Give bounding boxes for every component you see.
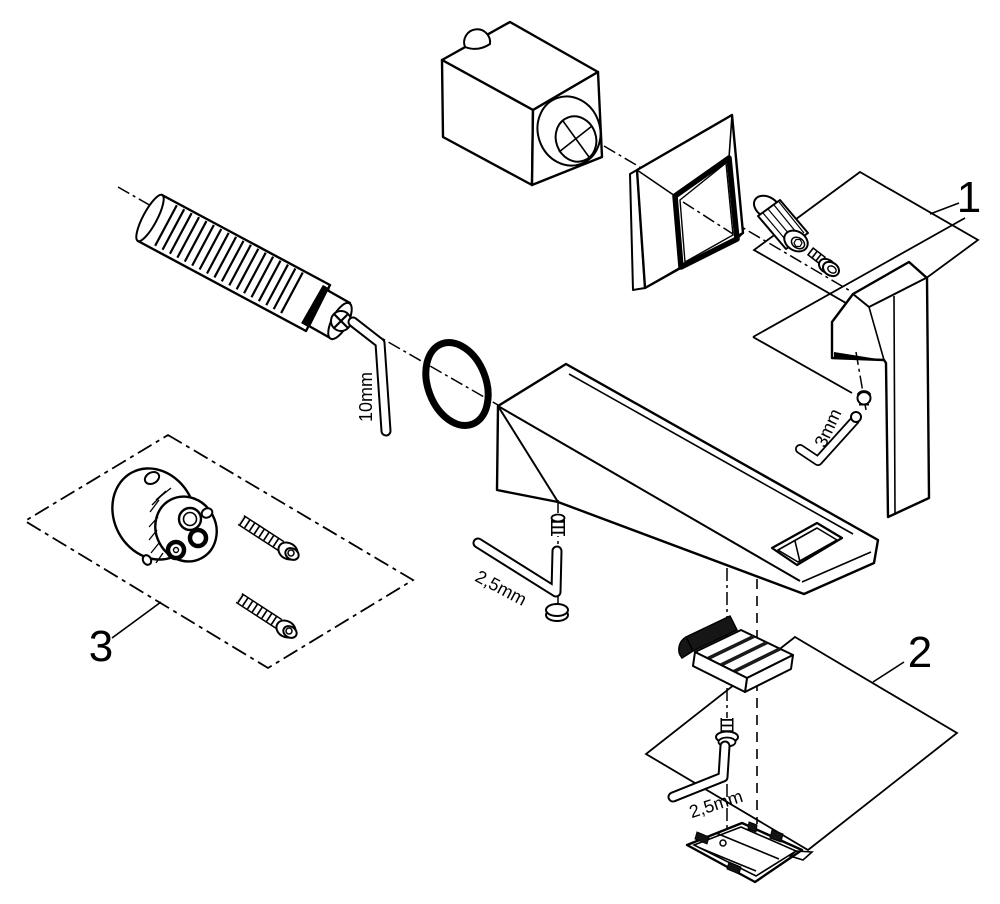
bottom-cover-plate xyxy=(685,821,814,884)
allen-key-2-5mm-bottom xyxy=(667,740,731,803)
group-1-plane-lines xyxy=(752,217,966,394)
mounting-screw-bottom xyxy=(235,592,298,639)
set-screw-2-5mm xyxy=(550,513,566,536)
aerator-window xyxy=(770,521,844,567)
threaded-extension-tube xyxy=(135,193,353,341)
allen-key-3mm xyxy=(795,411,862,466)
callout-1-leader xyxy=(929,202,960,215)
group-2-mousseur: 2,5mm 2 xyxy=(644,568,959,884)
group-3-outline-parallelogram xyxy=(23,433,415,670)
callout-2: 2 xyxy=(908,628,932,677)
dimension-label-10mm: 10mm xyxy=(356,372,376,422)
group-2-outline-parallelogram xyxy=(644,635,959,852)
flange-hole xyxy=(143,471,161,485)
top-assembly xyxy=(440,20,853,293)
spout-body xyxy=(495,362,880,596)
o-ring xyxy=(422,339,492,429)
adapter-screw xyxy=(806,247,840,278)
flange-thread-lines xyxy=(148,487,172,564)
plug-cap xyxy=(545,603,569,622)
square-escutcheon xyxy=(629,113,745,291)
left-assembly: 10mm xyxy=(117,186,499,437)
group-3-wall-union: 3 xyxy=(23,433,415,671)
allen-key-10mm xyxy=(347,316,392,437)
concealed-body-box xyxy=(440,20,604,187)
callout-2-leader xyxy=(872,661,905,683)
centerline-window-segment xyxy=(682,201,734,235)
straightener-slats xyxy=(707,634,781,674)
spout-set-screw-group: 2,5mm xyxy=(472,500,569,622)
box-dome xyxy=(463,28,492,50)
callout-3: 3 xyxy=(89,622,113,671)
callout-3-leader xyxy=(111,601,162,639)
wall-flange xyxy=(111,467,218,566)
allen-key-2-5mm-left xyxy=(472,537,563,598)
lever-handle xyxy=(830,260,931,519)
group-1-handle: 3mm 1 xyxy=(752,170,981,519)
grub-screw-3mm xyxy=(856,390,872,408)
callout-1: 1 xyxy=(957,173,981,222)
adapter-knob xyxy=(752,194,809,253)
flow-straightener xyxy=(678,615,794,693)
mounting-screw-top xyxy=(237,514,300,561)
